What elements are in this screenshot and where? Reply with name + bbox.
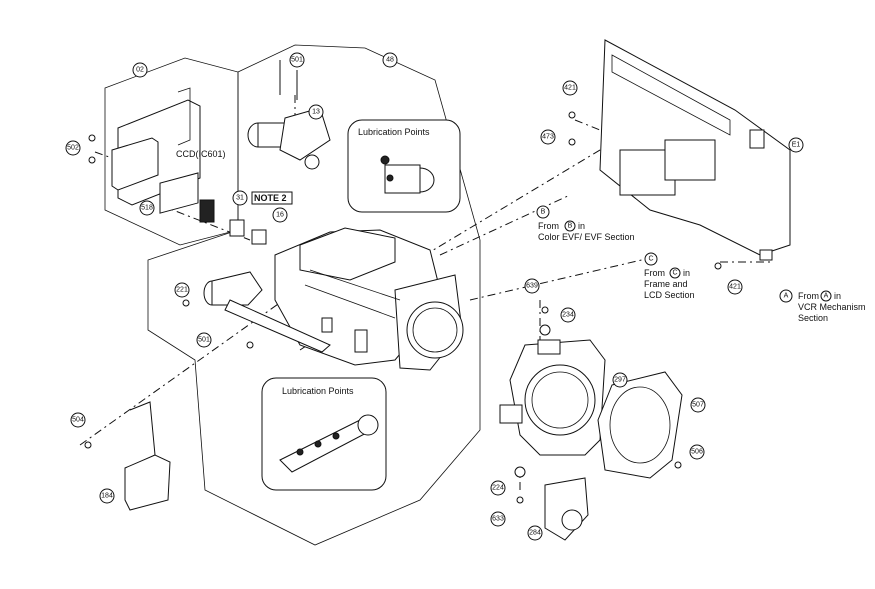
callout-502: 502 bbox=[67, 145, 79, 152]
callout-48: 48 bbox=[386, 57, 394, 64]
lens-barrel bbox=[274, 227, 464, 371]
from-b-section: Color EVF/ EVF Section bbox=[538, 232, 635, 242]
cover-507 bbox=[597, 371, 683, 479]
motor-plate bbox=[279, 107, 331, 161]
callout-31: 31 bbox=[236, 195, 244, 202]
callout-16: 16 bbox=[276, 212, 284, 219]
lubrication-inset-top: Lubrication Points bbox=[347, 119, 461, 213]
callout-504: 504 bbox=[72, 417, 84, 424]
from-c-word: From bbox=[644, 268, 665, 278]
letter-c-mark: C bbox=[648, 256, 653, 263]
ccd-sensor bbox=[199, 199, 215, 223]
callout-02: 02 bbox=[136, 67, 144, 74]
callout-501-top: 501 bbox=[291, 57, 303, 64]
lubrication-inset-bottom: Lubrication Points bbox=[261, 377, 387, 491]
lens-front-glass bbox=[406, 301, 464, 359]
text-labels: CCD(IC601) NOTE 2 B From B in Color EVF/… bbox=[176, 149, 866, 323]
callout-473: 473 bbox=[542, 134, 554, 141]
callout-e1: E1 bbox=[792, 142, 801, 149]
lens-group-outline bbox=[147, 44, 481, 546]
ccd-assembly bbox=[88, 87, 267, 245]
from-a-mechanism: VCR Mechanism bbox=[798, 302, 866, 312]
callout-284: 284 bbox=[529, 530, 541, 537]
from-c-section: LCD Section bbox=[644, 290, 695, 300]
note-2-label: NOTE 2 bbox=[254, 193, 287, 203]
callout-297: 297 bbox=[614, 377, 626, 384]
callout-421-bottom: 421 bbox=[729, 284, 741, 291]
callout-circles: 02 501 48 13 502 518 31 16 221 501 421 4… bbox=[65, 52, 804, 541]
ccd-bracket bbox=[111, 137, 159, 191]
callout-506: 506 bbox=[691, 449, 703, 456]
filter-16 bbox=[251, 229, 267, 245]
callout-421-top: 421 bbox=[564, 85, 576, 92]
from-a-word: From bbox=[798, 291, 819, 301]
callout-13: 13 bbox=[312, 109, 320, 116]
lubrication-label-top: Lubrication Points bbox=[358, 127, 430, 137]
from-a-section: Section bbox=[798, 313, 828, 323]
from-b-word: From bbox=[538, 221, 559, 231]
from-c-in: in bbox=[683, 268, 690, 278]
filter-31 bbox=[229, 219, 245, 237]
letter-b-mark: B bbox=[541, 209, 546, 216]
callout-221: 221 bbox=[176, 287, 188, 294]
zoom-motor-assembly bbox=[182, 271, 331, 353]
bracket-184 bbox=[124, 454, 171, 511]
ccd-label: CCD(IC601) bbox=[176, 149, 226, 159]
focus-motor-assembly bbox=[247, 60, 331, 170]
callout-234: 234 bbox=[562, 312, 574, 319]
letter-a-inline: A bbox=[824, 293, 829, 300]
from-a-in: in bbox=[834, 291, 841, 301]
callout-633: 633 bbox=[492, 516, 504, 523]
callout-518: 518 bbox=[141, 205, 153, 212]
callout-224: 224 bbox=[492, 485, 504, 492]
from-b-in: in bbox=[578, 221, 585, 231]
ccd-board bbox=[159, 172, 199, 214]
lubrication-label-bottom: Lubrication Points bbox=[282, 386, 354, 396]
callout-507: 507 bbox=[692, 402, 704, 409]
letter-b-inline: B bbox=[568, 223, 573, 230]
from-c-frame: Frame and bbox=[644, 279, 688, 289]
letter-c-inline: C bbox=[672, 270, 677, 277]
callout-639: 639 bbox=[526, 283, 538, 290]
letter-a-mark: A bbox=[784, 293, 789, 300]
main-board-e1 bbox=[568, 39, 791, 270]
callout-184: 184 bbox=[101, 493, 113, 500]
callout-501-bottom: 501 bbox=[198, 337, 210, 344]
front-frame-assembly bbox=[499, 306, 683, 541]
bottom-left-bracket bbox=[84, 401, 171, 511]
